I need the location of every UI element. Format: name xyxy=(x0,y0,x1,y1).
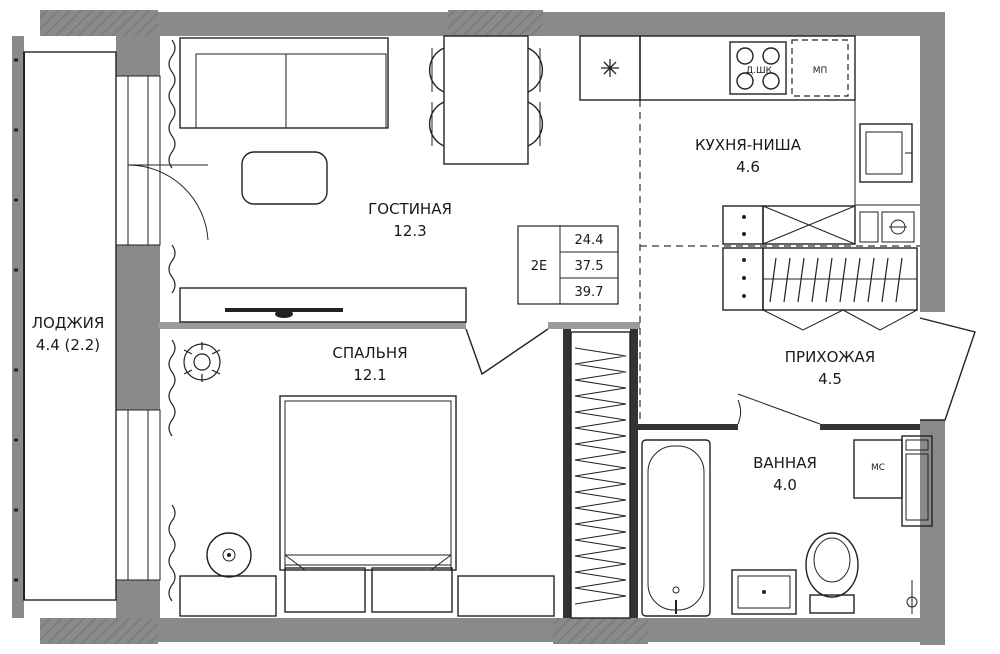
hall-name: ПРИХОЖАЯ xyxy=(785,348,875,366)
living-area: 12.3 xyxy=(393,222,426,240)
plant-icon xyxy=(183,342,221,382)
hall-area: 4.5 xyxy=(818,370,842,388)
bedroom-area: 12.1 xyxy=(353,366,386,384)
dishwasher-label: МП xyxy=(813,66,828,76)
tap-icon xyxy=(672,586,680,614)
curtains xyxy=(168,39,176,602)
living-room xyxy=(179,35,549,376)
interior-walls xyxy=(158,322,920,618)
kitchen-name: КУХНЯ-НИША xyxy=(695,136,802,154)
loggia-area: 4.4 (2.2) xyxy=(36,336,100,354)
stove-label: Д.ШК xyxy=(746,66,773,76)
bedroom xyxy=(179,331,631,619)
bathroom xyxy=(641,435,933,617)
fridge-snowflake-icon xyxy=(601,59,619,77)
lamp-icon xyxy=(206,532,252,578)
bedroom-wardrobe-zigzag xyxy=(574,347,627,605)
wardrobe-hangers xyxy=(769,257,903,303)
bathroom-area: 4.0 xyxy=(773,476,797,494)
loggia xyxy=(14,51,209,601)
hallway xyxy=(722,247,976,425)
outer-walls xyxy=(12,10,945,645)
living-area-total: 24.4 xyxy=(575,233,604,248)
area-summary-table xyxy=(517,225,619,305)
living-name: ГОСТИНАЯ xyxy=(368,200,452,218)
loggia-name: ЛОДЖИЯ xyxy=(32,314,105,332)
bedroom-name: СПАЛЬНЯ xyxy=(332,344,407,362)
total-area-with-loggia: 39.7 xyxy=(575,285,604,300)
kitchen xyxy=(579,35,920,420)
total-area: 37.5 xyxy=(575,259,604,274)
loggia-window-ticks xyxy=(14,58,18,582)
washer-label: МС xyxy=(871,463,885,473)
bathroom-name: ВАННАЯ xyxy=(753,454,817,472)
apartment-code: 2E xyxy=(531,259,548,274)
kitchen-area: 4.6 xyxy=(736,158,760,176)
